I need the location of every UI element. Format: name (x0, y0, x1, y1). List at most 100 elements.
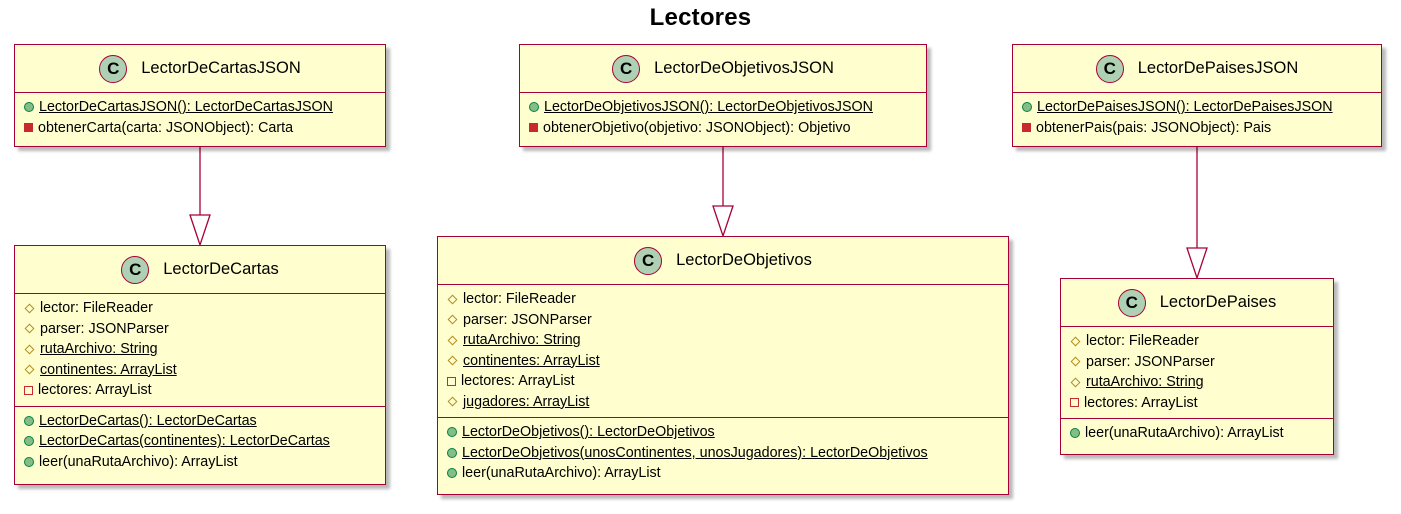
field-text: rutaArchivo: String (1086, 374, 1204, 391)
method-row: LectorDePaisesJSON(): LectorDePaisesJSON (1013, 97, 1381, 118)
field-text: lectores: ArrayList (1084, 394, 1198, 411)
field-row: continentes: ArrayList (15, 360, 385, 381)
class-lectordeobjetivosjson[interactable]: C LectorDeObjetivosJSON LectorDeObjetivo… (519, 44, 927, 147)
protected-visibility-icon (24, 323, 35, 334)
field-row: rutaArchivo: String (438, 330, 1008, 351)
class-header: C LectorDeObjetivosJSON (520, 45, 926, 93)
class-name: LectorDeCartasJSON (141, 59, 301, 77)
public-visibility-icon (1070, 428, 1080, 439)
field-row: parser: JSONParser (1061, 352, 1333, 373)
diagram-title: Lectores (649, 4, 752, 31)
class-c-icon: C (1095, 54, 1124, 83)
method-text: obtenerPais(pais: JSONObject): Pais (1036, 119, 1272, 136)
protected-visibility-icon (447, 294, 458, 305)
field-row: rutaArchivo: String (15, 339, 385, 360)
public-visibility-icon (24, 102, 34, 113)
public-visibility-icon (24, 456, 34, 467)
class-lectordeobjetivos[interactable]: C LectorDeObjetivos lector: FileReader pa… (437, 236, 1009, 495)
class-lectordepaisesjson[interactable]: C LectorDePaisesJSON LectorDePaisesJSON(… (1012, 44, 1382, 147)
private-visibility-icon (1070, 398, 1079, 408)
class-name: LectorDePaisesJSON (1137, 59, 1299, 77)
class-lectordecartasjson[interactable]: C LectorDeCartasJSON LectorDeCartasJSON(… (14, 44, 386, 147)
method-text: LectorDeCartasJSON(): LectorDeCartasJSON (39, 99, 333, 116)
class-name: LectorDeObjetivos (676, 251, 812, 269)
public-visibility-icon (24, 415, 34, 426)
method-text: LectorDeObjetivos(unosContinentes, unosJ… (462, 444, 928, 461)
method-row: obtenerCarta(carta: JSONObject): Carta (15, 118, 385, 139)
class-c-icon: C (1117, 288, 1146, 317)
field-row: jugadores: ArrayList (438, 392, 1008, 413)
field-row: lector: FileReader (438, 289, 1008, 310)
method-text: leer(unaRutaArchivo): ArrayList (39, 453, 238, 470)
method-row: leer(unaRutaArchivo): ArrayList (1061, 423, 1333, 444)
field-text: parser: JSONParser (463, 311, 592, 328)
field-text: parser: JSONParser (1086, 353, 1215, 370)
class-header: C LectorDeCartas (15, 246, 385, 294)
field-row: parser: JSONParser (438, 310, 1008, 331)
protected-visibility-icon (1070, 377, 1081, 388)
class-c-icon: C (612, 54, 641, 83)
inheritance-arrowhead (1186, 247, 1208, 281)
public-visibility-icon (529, 102, 539, 113)
field-row: lectores: ArrayList (15, 380, 385, 401)
protected-visibility-icon (1070, 336, 1081, 347)
inheritance-arrowhead (712, 205, 734, 239)
method-row: LectorDeCartas(): LectorDeCartas (15, 411, 385, 432)
protected-visibility-icon (447, 355, 458, 366)
method-row: obtenerObjetivo(objetivo: JSONObject): O… (520, 118, 926, 139)
protected-visibility-icon (24, 303, 35, 314)
field-text: continentes: ArrayList (40, 361, 177, 378)
method-text: LectorDeCartas(continentes): LectorDeCar… (39, 433, 330, 450)
field-text: parser: JSONParser (40, 320, 169, 337)
method-text: leer(unaRutaArchivo): ArrayList (462, 465, 661, 482)
fields-section: lector: FileReader parser: JSONParser ruta… (438, 285, 1008, 417)
private-visibility-icon (24, 385, 33, 395)
inheritance-arrowhead (189, 214, 211, 248)
field-row: lectores: ArrayList (1061, 393, 1333, 414)
protected-visibility-icon (447, 396, 458, 407)
fields-section: lector: FileReader parser: JSONParser ruta… (1061, 327, 1333, 418)
class-name: LectorDeCartas (163, 260, 279, 278)
method-row: LectorDeCartas(continentes): LectorDeCar… (15, 431, 385, 452)
field-row: rutaArchivo: String (1061, 372, 1333, 393)
method-row: LectorDeObjetivosJSON(): LectorDeObjetiv… (520, 97, 926, 118)
protected-visibility-icon (447, 314, 458, 325)
class-name: LectorDePaises (1159, 293, 1277, 311)
field-text: continentes: ArrayList (463, 352, 600, 369)
field-text: lector: FileReader (463, 291, 576, 308)
public-visibility-icon (447, 468, 457, 479)
protected-visibility-icon (24, 344, 35, 355)
method-text: obtenerCarta(carta: JSONObject): Carta (38, 119, 294, 136)
class-c-icon: C (634, 246, 663, 275)
field-text: jugadores: ArrayList (463, 393, 590, 410)
method-text: LectorDeObjetivosJSON(): LectorDeObjetiv… (544, 99, 873, 116)
method-row: leer(unaRutaArchivo): ArrayList (15, 452, 385, 473)
field-row: lector: FileReader (15, 298, 385, 319)
public-visibility-icon (24, 436, 34, 447)
class-header: C LectorDePaisesJSON (1013, 45, 1381, 93)
methods-section: LectorDePaisesJSON(): LectorDePaisesJSON… (1013, 93, 1381, 143)
field-text: rutaArchivo: String (463, 332, 581, 349)
methods-section: LectorDeObjetivosJSON(): LectorDeObjetiv… (520, 93, 926, 143)
method-text: leer(unaRutaArchivo): ArrayList (1085, 425, 1284, 442)
class-c-icon: C (99, 54, 128, 83)
class-c-icon: C (121, 255, 150, 284)
methods-section: LectorDeCartasJSON(): LectorDeCartasJSON… (15, 93, 385, 143)
protected-visibility-icon (24, 364, 35, 375)
protected-visibility-icon (1070, 356, 1081, 367)
method-row: LectorDeObjetivos(unosContinentes, unosJ… (438, 443, 1008, 464)
private-visibility-icon (1022, 123, 1031, 133)
field-text: lector: FileReader (1086, 333, 1199, 350)
class-header: C LectorDeCartasJSON (15, 45, 385, 93)
method-row: LectorDeObjetivos(): LectorDeObjetivos (438, 422, 1008, 443)
method-text: obtenerObjetivo(objetivo: JSONObject): O… (543, 119, 851, 136)
field-text: lectores: ArrayList (38, 382, 152, 399)
field-row: lectores: ArrayList (438, 371, 1008, 392)
field-text: lectores: ArrayList (461, 373, 575, 390)
class-lectordepaises[interactable]: C LectorDePaises lector: FileReader parse… (1060, 278, 1334, 455)
private-visibility-icon (24, 123, 33, 133)
